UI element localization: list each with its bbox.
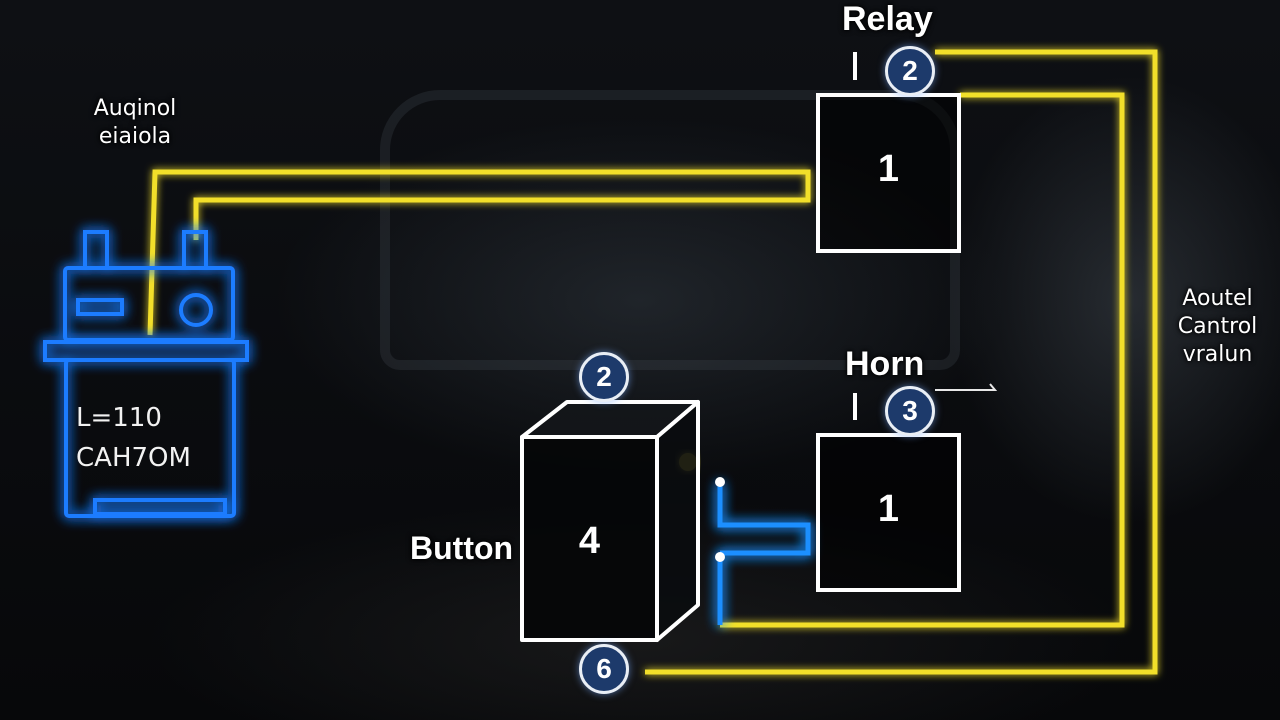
button-cube-front: [520, 435, 659, 642]
relay-number: 1: [877, 148, 900, 190]
junction-dot-upper: [715, 477, 725, 487]
wire-relay-top-loop: [645, 49, 1158, 675]
button-cube-side: [655, 400, 700, 642]
battery-plate: [43, 340, 249, 362]
battery-caption: Auqinol eiaiola: [70, 95, 200, 151]
right-caption-line1: Aoutel: [1182, 286, 1253, 311]
right-caption-line2: Cantrol: [1177, 314, 1258, 339]
battery-plus-symbol: [179, 293, 213, 327]
button-bottom-badge: 6: [579, 644, 629, 694]
right-caption: Aoutel Cantrol vralun: [1160, 285, 1275, 369]
junction-dot-lower: [715, 552, 725, 562]
horn-label: Horn: [845, 345, 925, 383]
horn-box: [816, 433, 961, 592]
horn-badge: 3: [885, 386, 935, 436]
battery-terminal-left: [83, 230, 109, 270]
battery-base: [93, 498, 227, 516]
horn-number: 1: [877, 488, 900, 530]
battery-caption-line1: Auqinol: [93, 96, 177, 121]
battery-caption-line2: eiaiola: [98, 124, 172, 149]
relay-badge: 2: [885, 46, 935, 96]
button-number: 4: [578, 520, 601, 562]
relay-box: [816, 93, 961, 253]
horn-antenna: [935, 383, 998, 391]
button-label: Button: [410, 530, 514, 566]
right-caption-line3: vralun: [1182, 342, 1253, 367]
wire-relay-to-horn-return: [720, 92, 1125, 628]
battery-minus-symbol: [76, 298, 124, 316]
battery-text: L=110 CAH7OM: [76, 398, 191, 478]
battery-text-line2: CAH7OM: [76, 443, 191, 473]
button-top-badge: 2: [579, 352, 629, 402]
wire-button-to-horn-upper: [717, 482, 811, 556]
battery-text-line1: L=110: [76, 403, 162, 433]
wire-battery-to-relay-outer: [147, 169, 811, 336]
relay-label: Relay: [842, 0, 933, 38]
